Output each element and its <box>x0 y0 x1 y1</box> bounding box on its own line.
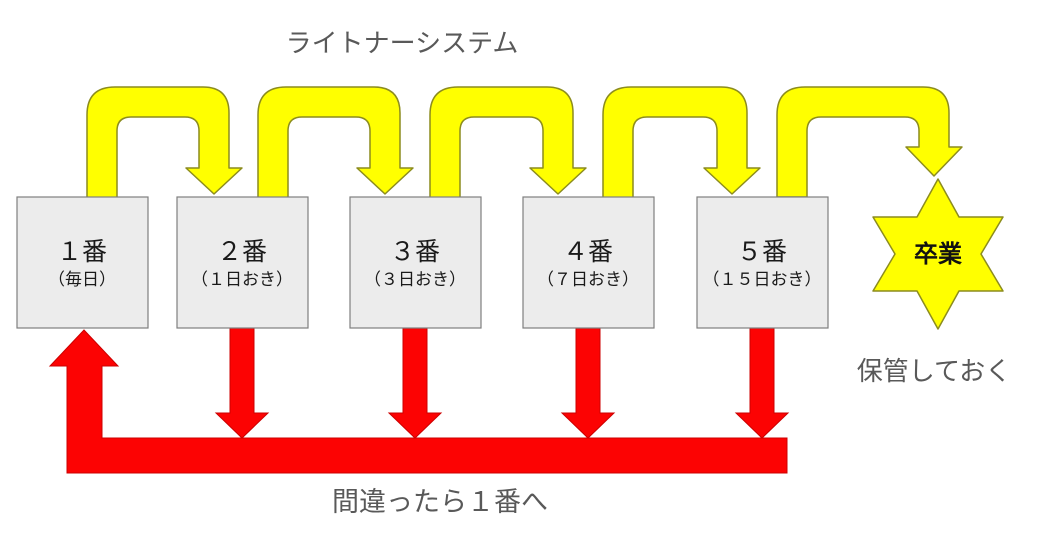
forward-arrows <box>86 86 963 199</box>
return-arrow-from-box3 <box>387 327 443 439</box>
return-path-to-box1 <box>48 329 788 474</box>
box-3-label: ３番 <box>390 238 440 266</box>
diagram-title: ライトナーシステム <box>286 28 519 58</box>
box-5-label: ５番 <box>737 238 787 266</box>
forward-arrow-box2-to-box3 <box>257 86 414 199</box>
note-keep-stored: 保管しておく <box>857 356 1011 386</box>
box-4-label: ４番 <box>563 238 613 266</box>
return-arrow-from-box5 <box>734 327 790 439</box>
box-3: ３番 （３日おき） <box>349 196 482 329</box>
box-1-rect <box>16 196 149 329</box>
box-2-interval: （１日おき） <box>191 270 293 289</box>
box-1-label: １番 <box>57 238 107 266</box>
box-5: ５番 （１５日おき） <box>696 196 829 329</box>
box-1: １番 （毎日） <box>16 196 149 329</box>
return-arrows <box>48 327 790 474</box>
box-2: ２番 （１日おき） <box>176 196 309 329</box>
box-1-interval: （毎日） <box>48 270 116 289</box>
level-boxes: １番 （毎日） ２番 （１日おき） ３番 （３日おき） ４番 （７日おき） ５番… <box>16 196 829 329</box>
box-5-interval: （１５日おき） <box>703 270 822 289</box>
box-4-rect <box>522 196 655 329</box>
forward-arrow-box5-to-graduation <box>776 86 963 198</box>
forward-arrow-box3-to-box4 <box>429 86 587 199</box>
forward-arrow-box1-to-box2 <box>86 86 243 199</box>
return-arrow-from-box2 <box>214 327 270 439</box>
box-4-interval: （７日おき） <box>537 270 639 289</box>
graduation-star-group: 卒業 <box>872 178 1004 330</box>
box-3-interval: （３日おき） <box>364 270 466 289</box>
graduation-star <box>872 178 1004 330</box>
forward-arrow-box4-to-box5 <box>602 86 761 199</box>
graduation-star-label: 卒業 <box>914 240 962 268</box>
box-2-rect <box>176 196 309 329</box>
note-return-to-box1: 間違ったら１番へ <box>332 487 548 517</box>
box-3-rect <box>349 196 482 329</box>
box-4: ４番 （７日おき） <box>522 196 655 329</box>
return-arrow-from-box4 <box>560 327 616 439</box>
box-5-rect <box>696 196 829 329</box>
box-2-label: ２番 <box>217 238 267 266</box>
